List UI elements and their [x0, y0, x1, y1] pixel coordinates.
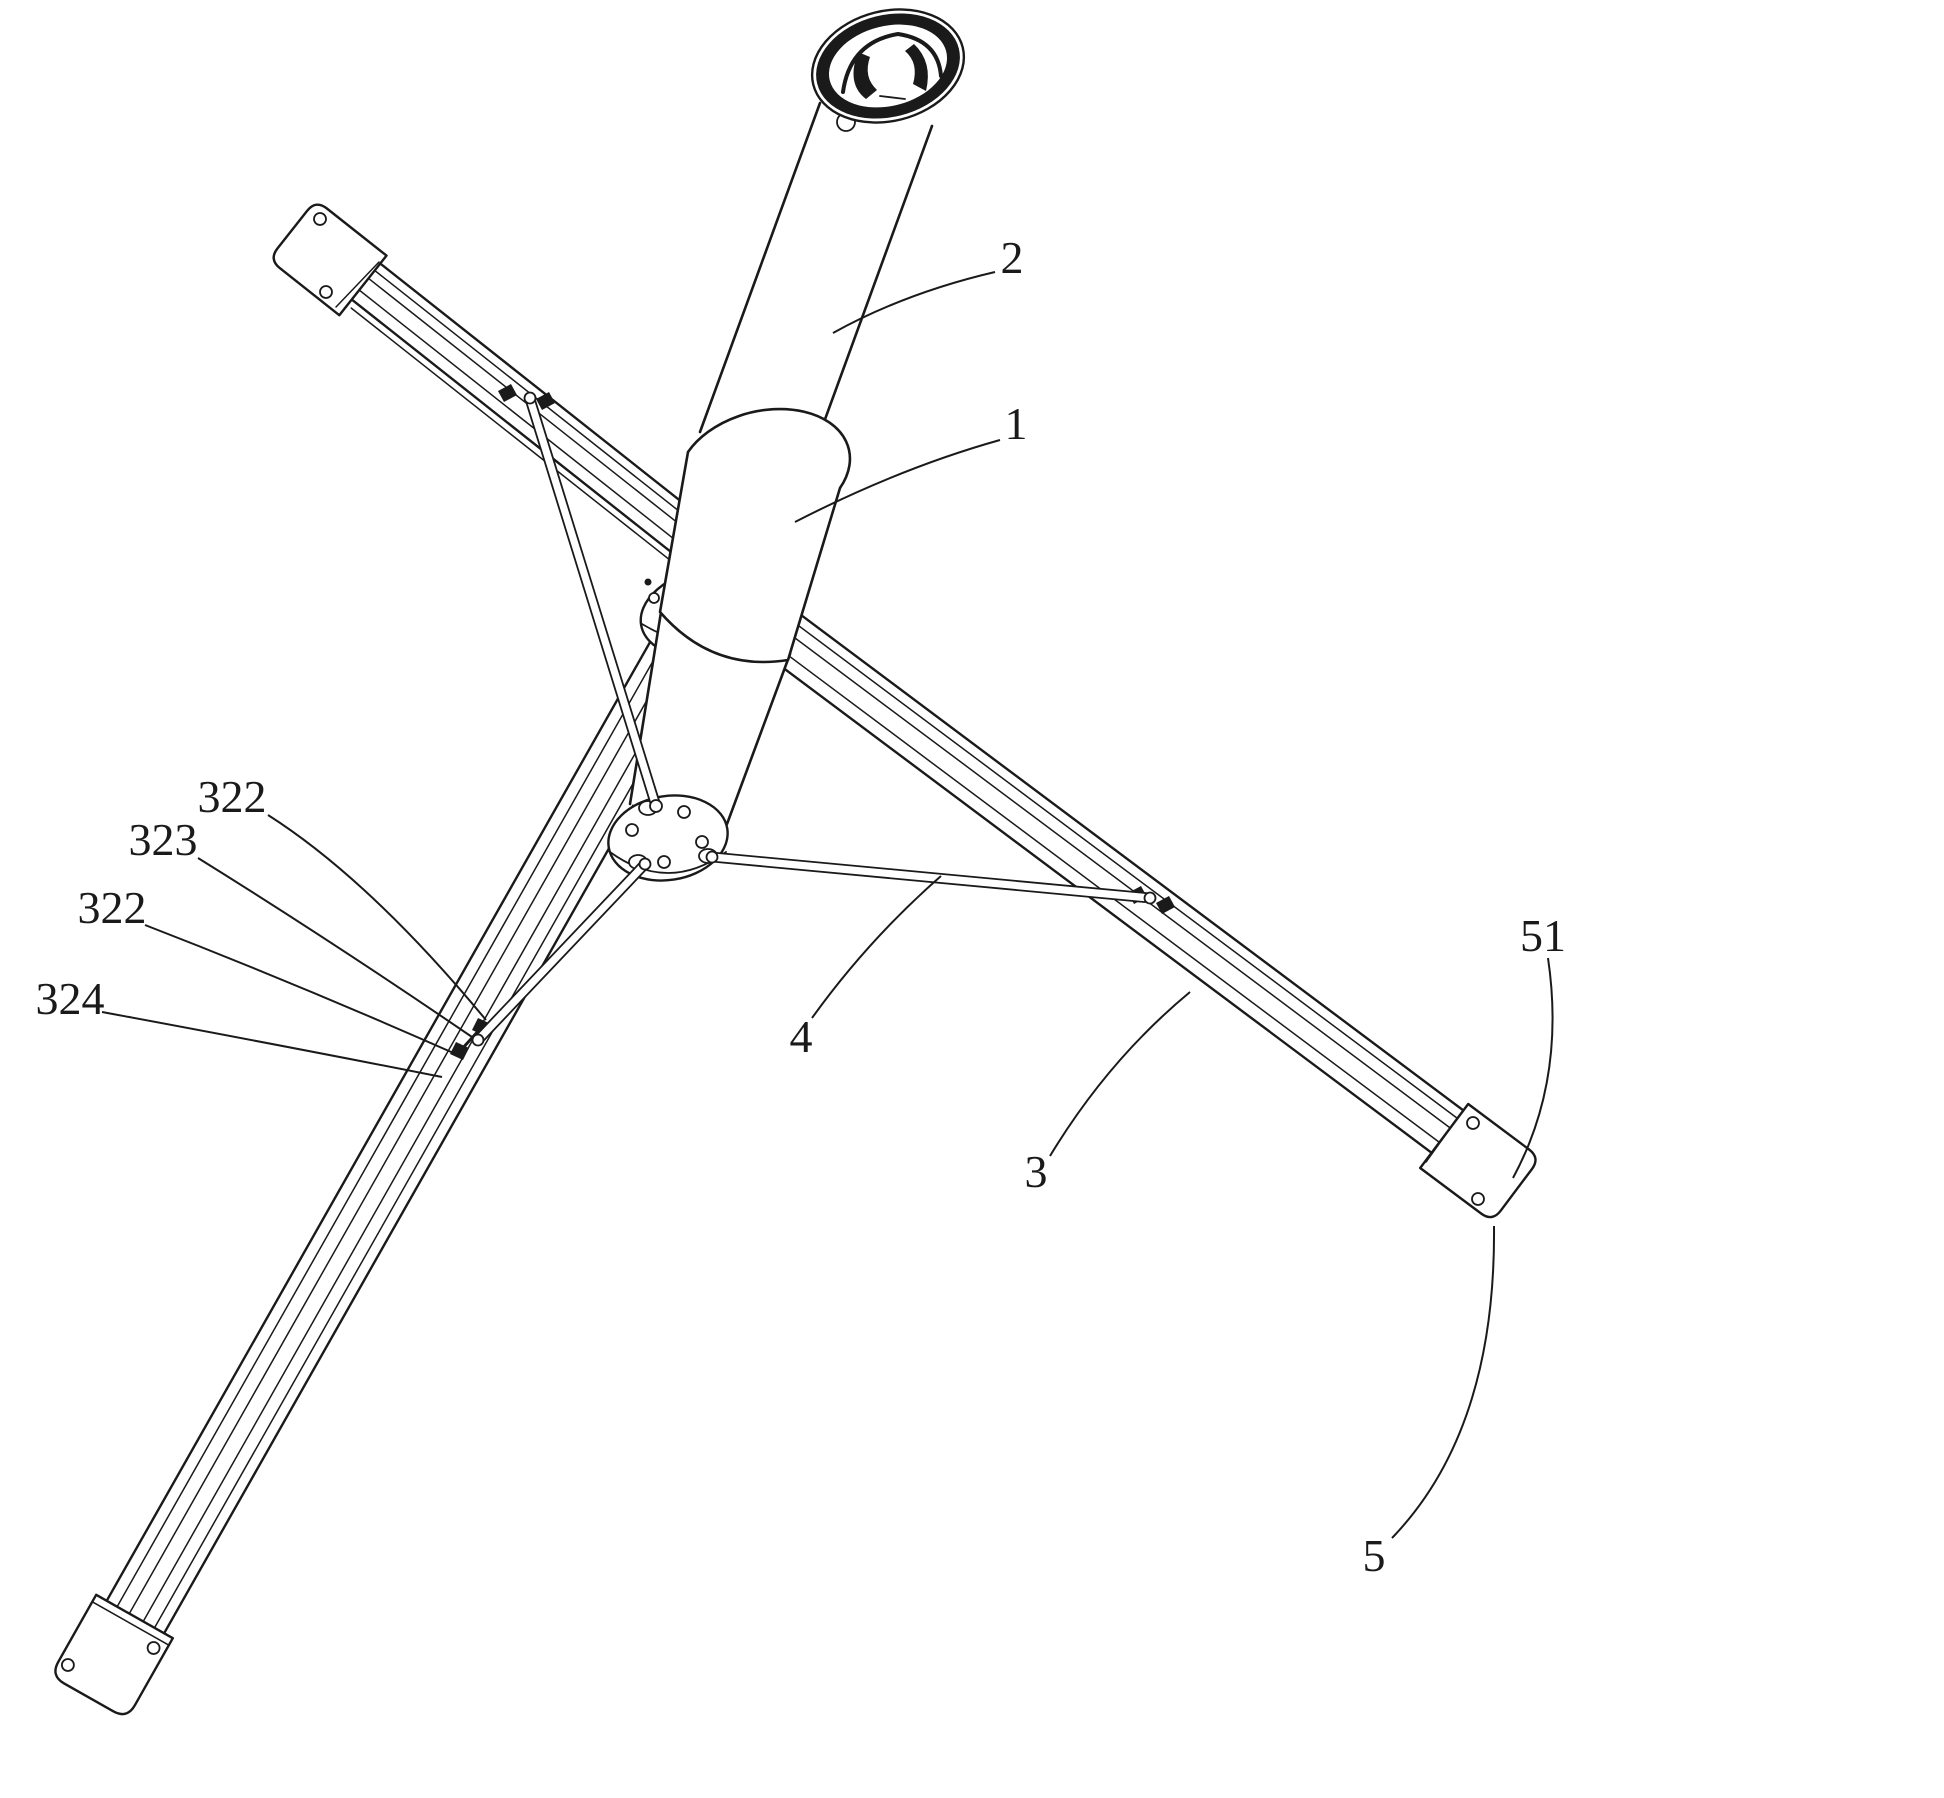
cap-screw-hole [146, 1641, 161, 1655]
callout-1: 1 [1004, 398, 1028, 449]
pivot-pin [644, 578, 652, 586]
cap-screw-hole [319, 285, 333, 299]
cap-screw-hole [1466, 1116, 1480, 1130]
leader-322-upper [267, 814, 487, 1021]
arm-upper-left-bracket [498, 384, 555, 410]
leader-2 [832, 271, 996, 334]
leader-1 [794, 439, 1001, 523]
cap-clamp-jaw [905, 44, 928, 91]
arm-lower-right [757, 606, 1537, 1219]
strut-lower-right [705, 850, 1157, 905]
callout-4: 4 [789, 1011, 813, 1062]
top-mounting-cap [810, 8, 966, 124]
callout-51: 51 [1520, 910, 1566, 961]
arm-upper-left-end-cap [272, 203, 388, 317]
cap-screw-hole [1471, 1192, 1485, 1206]
callout-3: 3 [1024, 1146, 1048, 1197]
leader-324 [101, 1011, 443, 1078]
leader-322-lower [144, 924, 459, 1056]
arm-lower-right-end-cap [1419, 1102, 1537, 1219]
leader-lines [101, 271, 1554, 1539]
arm-lower-left [54, 633, 713, 1716]
leader-323 [197, 857, 473, 1038]
leader-51 [1512, 957, 1554, 1179]
callout-322-lower: 322 [77, 882, 147, 933]
callout-322-upper: 322 [197, 771, 267, 822]
strut-lower-left [471, 857, 652, 1047]
upper-pole-tube [698, 101, 934, 457]
lower-hub [607, 794, 729, 882]
callout-323: 323 [128, 814, 198, 865]
callout-324: 324 [35, 973, 105, 1024]
cap-clamp-jaw [853, 52, 877, 99]
leader-3 [1049, 991, 1191, 1157]
callout-2: 2 [1000, 232, 1024, 283]
leader-4 [811, 875, 942, 1019]
pole-collar [658, 407, 852, 664]
strut-upper-left [523, 391, 663, 813]
arm-lower-left-end-cap [54, 1593, 174, 1716]
callout-5: 5 [1362, 1530, 1386, 1581]
leader-5 [1391, 1225, 1496, 1539]
cap-screw-hole [313, 212, 327, 226]
cap-screw-hole [61, 1658, 75, 1672]
